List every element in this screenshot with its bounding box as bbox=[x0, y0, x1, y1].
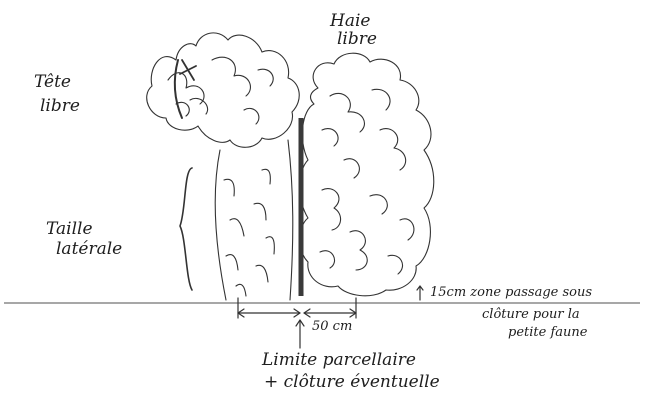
label-limite-line1: Limite parcellaire bbox=[262, 351, 416, 370]
label-tete-libre-line1: Tête bbox=[34, 73, 71, 92]
distance-arrows bbox=[238, 298, 356, 318]
label-limite-line2: + clôture éventuelle bbox=[264, 373, 440, 392]
label-taille-line1: Taille bbox=[46, 220, 93, 239]
label-passage-line3: petite faune bbox=[508, 326, 587, 340]
label-tete-libre-line2: libre bbox=[40, 97, 80, 116]
left-hedge bbox=[147, 33, 300, 300]
label-taille-line2: latérale bbox=[56, 240, 122, 259]
trim-bracket bbox=[180, 168, 192, 290]
right-hedge bbox=[300, 53, 434, 296]
limit-arrow bbox=[296, 320, 304, 348]
label-passage-line2: clôture pour la bbox=[482, 308, 580, 322]
label-haie-libre-line2: libre bbox=[337, 30, 377, 49]
label-distance: 50 cm bbox=[312, 320, 352, 334]
label-passage-line1: 15cm zone passage sous bbox=[430, 286, 592, 300]
gap-marker bbox=[417, 286, 423, 300]
